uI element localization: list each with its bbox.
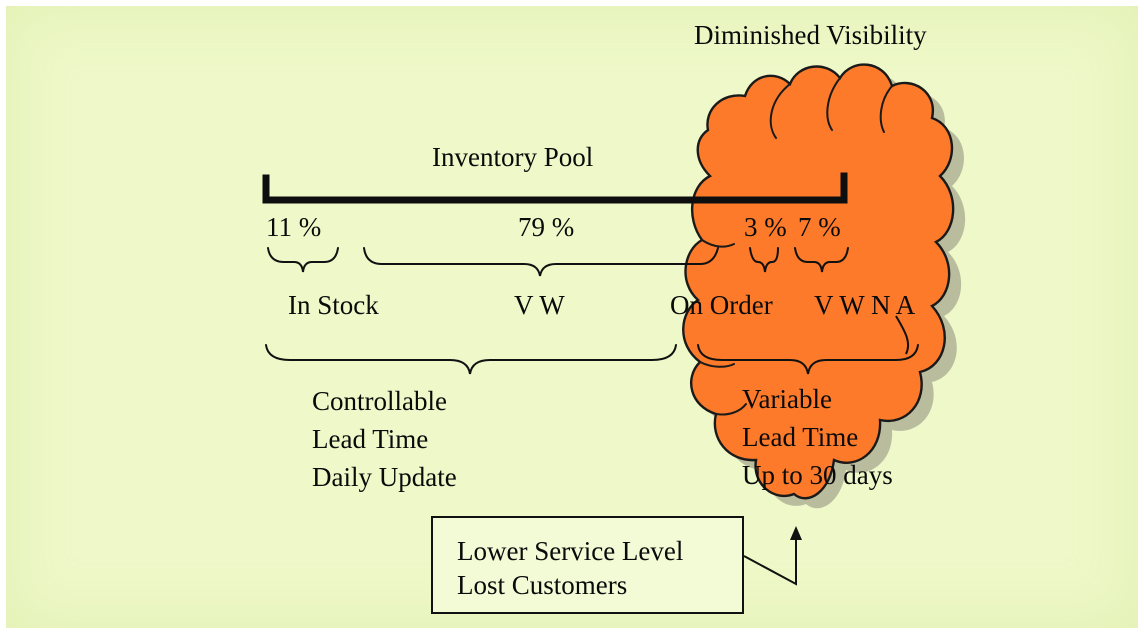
variable-line-2: Lead Time	[742, 422, 859, 452]
percent-in-stock: 11 %	[266, 212, 322, 242]
label-on-order: On Order	[670, 290, 773, 320]
callout-line-1: Lower Service Level	[457, 536, 684, 566]
percent-vw: 79 %	[518, 212, 575, 242]
callout-arrowhead	[790, 526, 802, 540]
label-vwna: V W N A	[814, 290, 916, 320]
brace-in-stock	[267, 247, 339, 273]
diagram-title: Diminished Visibility	[694, 20, 927, 50]
brace-variable	[697, 344, 919, 375]
controllable-line-1: Controllable	[312, 386, 447, 416]
callout-pointer	[743, 530, 797, 586]
brace-on-order	[749, 247, 779, 273]
brace-controllable	[265, 344, 677, 375]
label-vw: V W	[514, 290, 565, 320]
variable-line-1: Variable	[742, 384, 832, 414]
percent-vwna: 7 %	[798, 212, 841, 242]
controllable-line-3: Daily Update	[312, 462, 457, 492]
inventory-pool-bracket	[262, 172, 848, 204]
label-in-stock: In Stock	[288, 290, 379, 320]
brace-vw	[363, 247, 719, 277]
visibility-cloud	[682, 63, 955, 500]
percent-on-order: 3 %	[744, 212, 787, 242]
variable-line-3: Up to 30 days	[742, 460, 893, 490]
callout-box: Lower Service Level Lost Customers	[431, 516, 744, 614]
na-connector	[895, 315, 910, 355]
callout-line-2: Lost Customers	[457, 570, 628, 600]
inventory-pool-label: Inventory Pool	[432, 142, 594, 172]
brace-vwna	[794, 247, 849, 273]
controllable-line-2: Lead Time	[312, 424, 429, 454]
cloud-lobe-lines	[699, 77, 893, 416]
